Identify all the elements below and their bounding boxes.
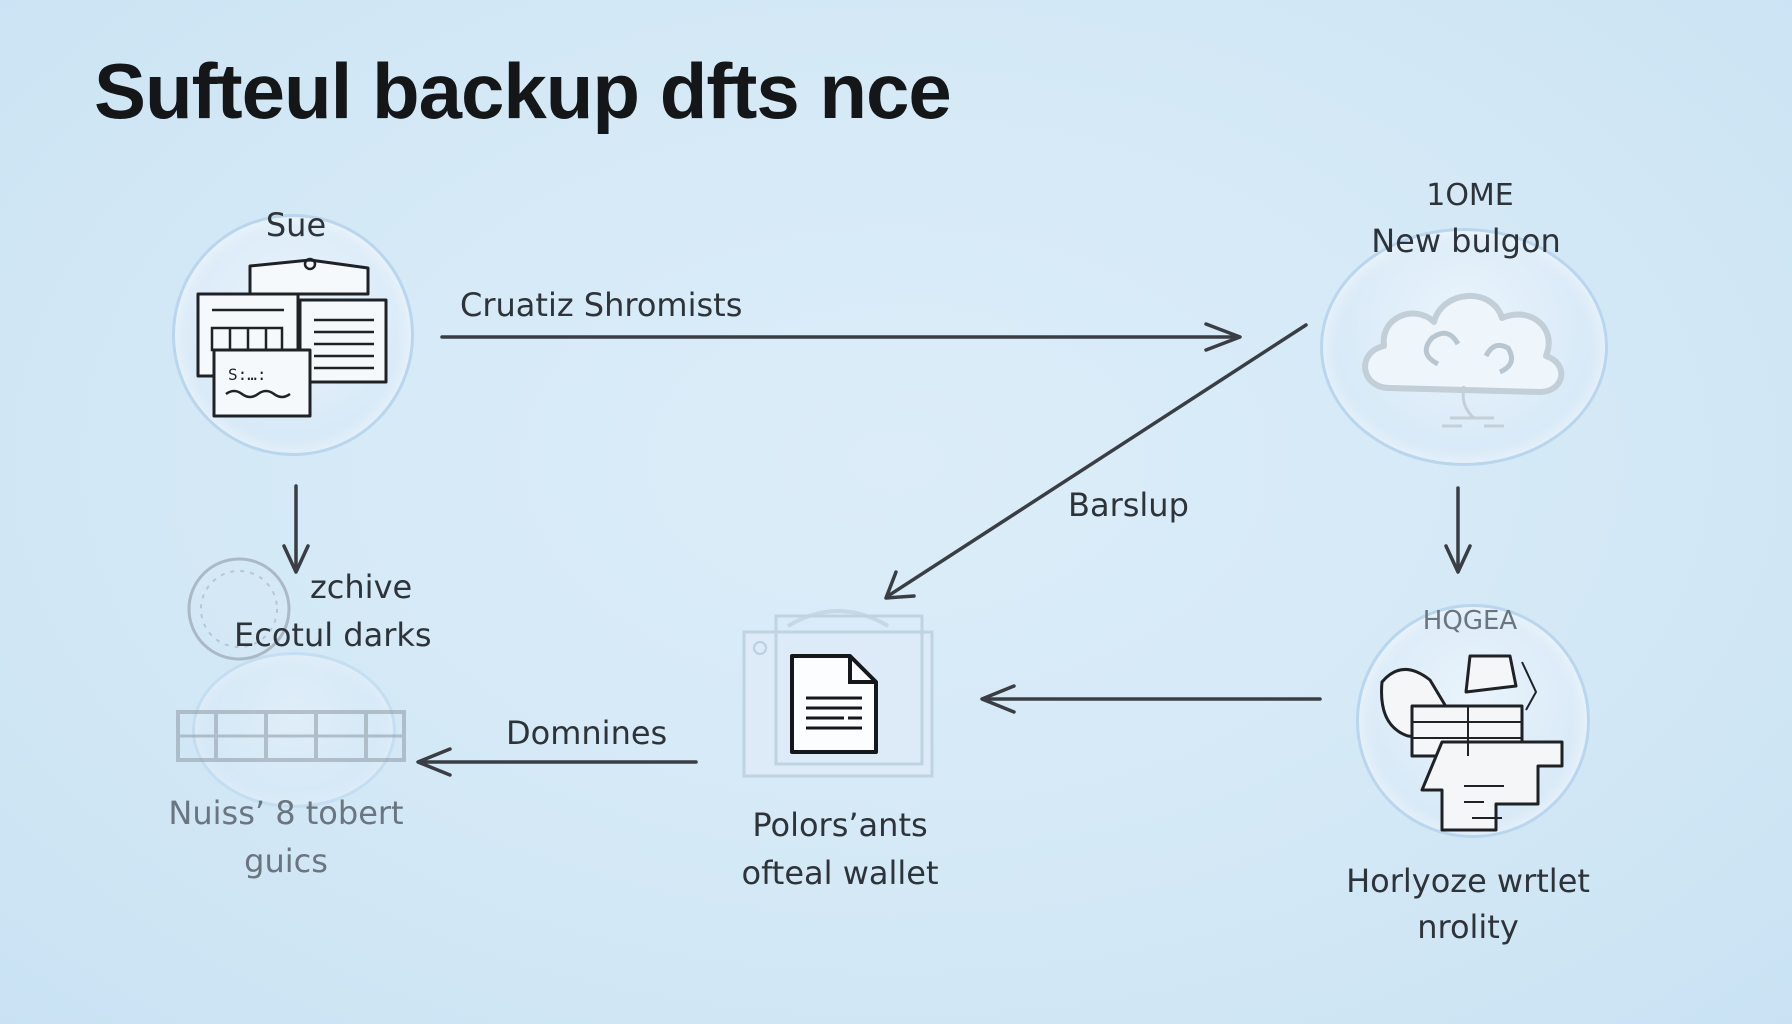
diagram-title: Sufteul backup dfts nce — [94, 47, 952, 135]
storage-node-tag: HQGEA — [1422, 606, 1518, 636]
cloud-node-tag: 1OME — [1426, 178, 1514, 213]
edge-cloud-to-storage — [1444, 486, 1472, 574]
archive-node-circle — [192, 652, 396, 808]
document-icon — [790, 654, 878, 754]
archive-node-caption-line2: guics — [244, 842, 328, 880]
edge-cloud-to-document — [884, 323, 1308, 600]
archive-node-label-line2: Ecotul darks — [234, 616, 432, 654]
cloud-node-label: New bulgon — [1371, 222, 1561, 260]
edge-document-to-archive — [416, 747, 698, 777]
archive-node-label-line1: zchive — [310, 568, 413, 606]
edge-label-document-to-archive: Domnines — [506, 714, 668, 752]
edge-source-to-archive — [282, 484, 310, 574]
edge-storage-to-document — [980, 684, 1322, 714]
cloud-icon — [1362, 292, 1565, 428]
documents-stack-icon: S:…: — [196, 257, 388, 418]
storage-node-caption-line1: Horlyoze wrtlet — [1346, 862, 1590, 900]
storage-pile-icon — [1380, 654, 1564, 832]
archive-node-caption-line1: Nuiss’ 8 tobert — [168, 794, 404, 832]
clock-icon — [187, 557, 291, 661]
document-node-caption-line2: ofteal wallet — [741, 854, 939, 892]
source-node-label: Sue — [265, 206, 327, 244]
edge-label-source-to-cloud: Cruatiz Shromists — [460, 286, 743, 324]
document-node-caption-line1: Polors’ants — [752, 806, 928, 844]
storage-node-caption-line2: nrolity — [1417, 908, 1519, 946]
edge-source-to-cloud — [440, 322, 1242, 352]
server-rack-icon — [176, 710, 406, 762]
svg-text:S:…:: S:…: — [228, 365, 267, 384]
edge-label-cloud-to-document: Barslup — [1068, 486, 1189, 524]
